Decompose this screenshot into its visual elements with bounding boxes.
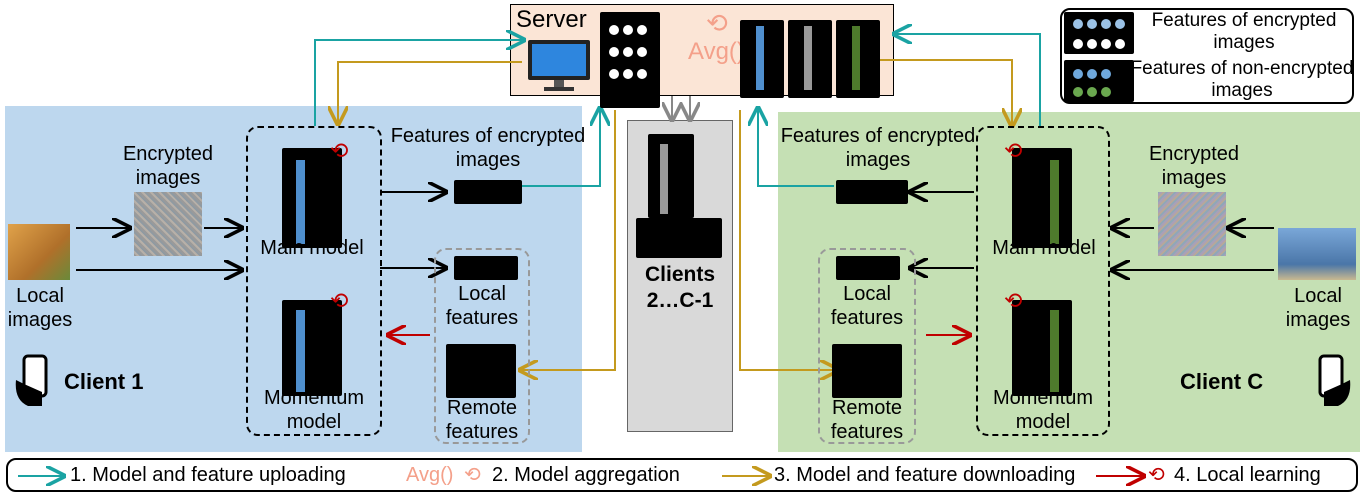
server-avg-label: Avg() xyxy=(688,38,745,65)
server-title: Server xyxy=(516,6,587,33)
client1-momentum-refresh-icon: ⟲ xyxy=(330,288,349,313)
server-model-2-bar xyxy=(804,26,812,90)
client1-remote-features-label: Remote features xyxy=(445,397,519,443)
legend-step3: 3. Model and feature downloading xyxy=(774,464,1076,486)
client1-model-box xyxy=(246,126,382,436)
clientC-momentum-model xyxy=(1012,300,1072,396)
server-feature-dots xyxy=(604,20,658,100)
clientC-features-encrypted-label: Features of encrypted images xyxy=(780,125,976,171)
middle-clients-label: Clients 2…C-1 xyxy=(644,263,715,312)
server-model-3-bar xyxy=(852,26,860,90)
legend-avg-label: Avg() xyxy=(406,464,454,486)
legend-step4: 4. Local learning xyxy=(1174,464,1321,486)
client1-local-images-label: Local images xyxy=(7,285,73,331)
clientC-remote-features xyxy=(832,344,902,398)
clientC-encrypted-images-label: Encrypted images xyxy=(1148,143,1240,189)
clientC-local-images-label: Local images xyxy=(1285,285,1351,331)
aggregation-icon: ⟲ xyxy=(706,8,728,38)
middle-model-bar xyxy=(660,144,668,214)
clientC-local-features-label: Local features xyxy=(830,283,904,329)
client1-encrypted-image xyxy=(134,192,202,256)
middle-feature xyxy=(636,218,722,258)
client1-momentum-model-bar xyxy=(296,310,305,392)
client1-local-feature xyxy=(454,256,518,280)
clientC-momentum-model-label: Momentum model xyxy=(992,387,1094,433)
middle-model xyxy=(648,134,694,218)
computer-icon xyxy=(524,38,594,94)
bird-image xyxy=(1278,228,1356,280)
legend-local-learning-icon: ⟲ xyxy=(1148,464,1165,486)
clientC-local-feature xyxy=(836,256,900,280)
legend-step1: 1. Model and feature uploading xyxy=(70,464,346,486)
clientC-model-box xyxy=(976,126,1110,436)
clientC-momentum-model-bar xyxy=(1050,310,1059,392)
client1-main-model-label: Main model xyxy=(260,237,364,259)
client1-remote-features xyxy=(446,344,516,398)
clientC-encrypted-image xyxy=(1158,192,1226,256)
server-model-1-bar xyxy=(756,26,764,90)
clientC-main-model xyxy=(1012,148,1072,248)
legend-local-arrow xyxy=(1094,466,1148,486)
client1-momentum-model xyxy=(282,300,342,396)
legend-aggregation-icon: ⟲ xyxy=(464,464,481,486)
clientC-encrypted-feature xyxy=(836,180,908,204)
clientC-main-model-label: Main model xyxy=(992,237,1096,259)
client1-feature-box xyxy=(434,248,530,444)
clientC-phone-icon xyxy=(1310,354,1354,408)
clientC-remote-features-label: Remote features xyxy=(830,397,904,443)
client1-phone-icon xyxy=(12,354,56,408)
client1-encrypted-images-label: Encrypted images xyxy=(122,143,214,189)
dog-image xyxy=(8,224,70,280)
key-non-encrypted-label: Features of non-encrypted images xyxy=(1130,58,1354,101)
clientC-momentum-refresh-icon: ⟲ xyxy=(1004,288,1023,313)
clientC-feature-box xyxy=(818,248,916,444)
legend-upload-arrow xyxy=(16,466,68,486)
client1-main-model xyxy=(282,148,342,248)
client1-local-features-label: Local features xyxy=(445,283,519,329)
client1-encrypted-feature xyxy=(454,180,522,204)
clientC-main-refresh-icon: ⟲ xyxy=(1004,138,1023,163)
key-swatch-dots xyxy=(1068,14,1132,102)
legend-step2: 2. Model aggregation xyxy=(492,464,680,486)
clientC-name: Client C xyxy=(1180,369,1264,394)
legend-box: 1. Model and feature uploading Avg() ⟲ 2… xyxy=(6,458,1358,492)
client1-momentum-model-label: Momentum model xyxy=(263,387,365,433)
client1-name: Client 1 xyxy=(64,369,144,394)
client1-main-model-bar xyxy=(296,160,305,244)
legend-download-arrow xyxy=(720,466,774,486)
client1-features-encrypted-label: Features of encrypted images xyxy=(390,125,586,171)
key-encrypted-label: Features of encrypted images xyxy=(1151,10,1337,53)
clientC-main-model-bar xyxy=(1050,160,1059,244)
client1-main-refresh-icon: ⟲ xyxy=(330,138,349,163)
